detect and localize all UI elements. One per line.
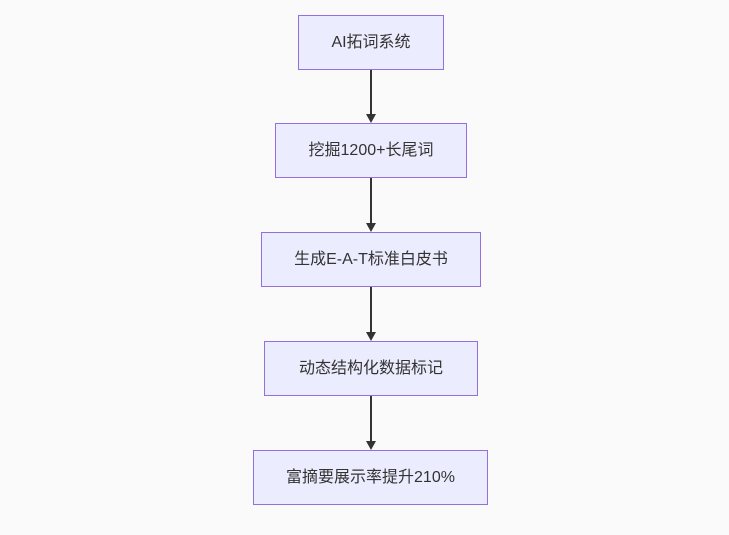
edge-line [370,70,372,114]
flow-node-label: 生成E-A-T标准白皮书 [294,250,448,268]
edge-arrow-b-to-c [365,178,377,232]
edge-line [370,396,372,441]
flow-node-label: 动态结构化数据标记 [298,359,443,377]
flow-node-label: 挖掘1200+长尾词 [308,141,434,159]
edge-arrow-c-to-d [365,287,377,341]
flow-node-label: AI拓词系统 [331,33,411,51]
arrowhead-down-icon [366,332,376,341]
flow-node-longtail-keyword-mining: 挖掘1200+长尾词 [275,123,467,178]
edge-line [370,178,372,223]
flow-node-rich-snippet-rate-increase: 富摘要展示率提升210% [253,450,488,505]
arrowhead-down-icon [366,114,376,123]
flow-node-label: 富摘要展示率提升210% [286,468,455,486]
edge-arrow-a-to-b [365,70,377,123]
edge-line [370,287,372,332]
flow-node-ai-word-expansion-system: AI拓词系统 [298,15,444,70]
flow-node-dynamic-structured-data-markup: 动态结构化数据标记 [264,341,478,396]
flow-node-eat-whitepaper-generation: 生成E-A-T标准白皮书 [261,232,481,287]
arrowhead-down-icon [366,223,376,232]
edge-arrow-d-to-e [365,396,377,450]
arrowhead-down-icon [366,441,376,450]
